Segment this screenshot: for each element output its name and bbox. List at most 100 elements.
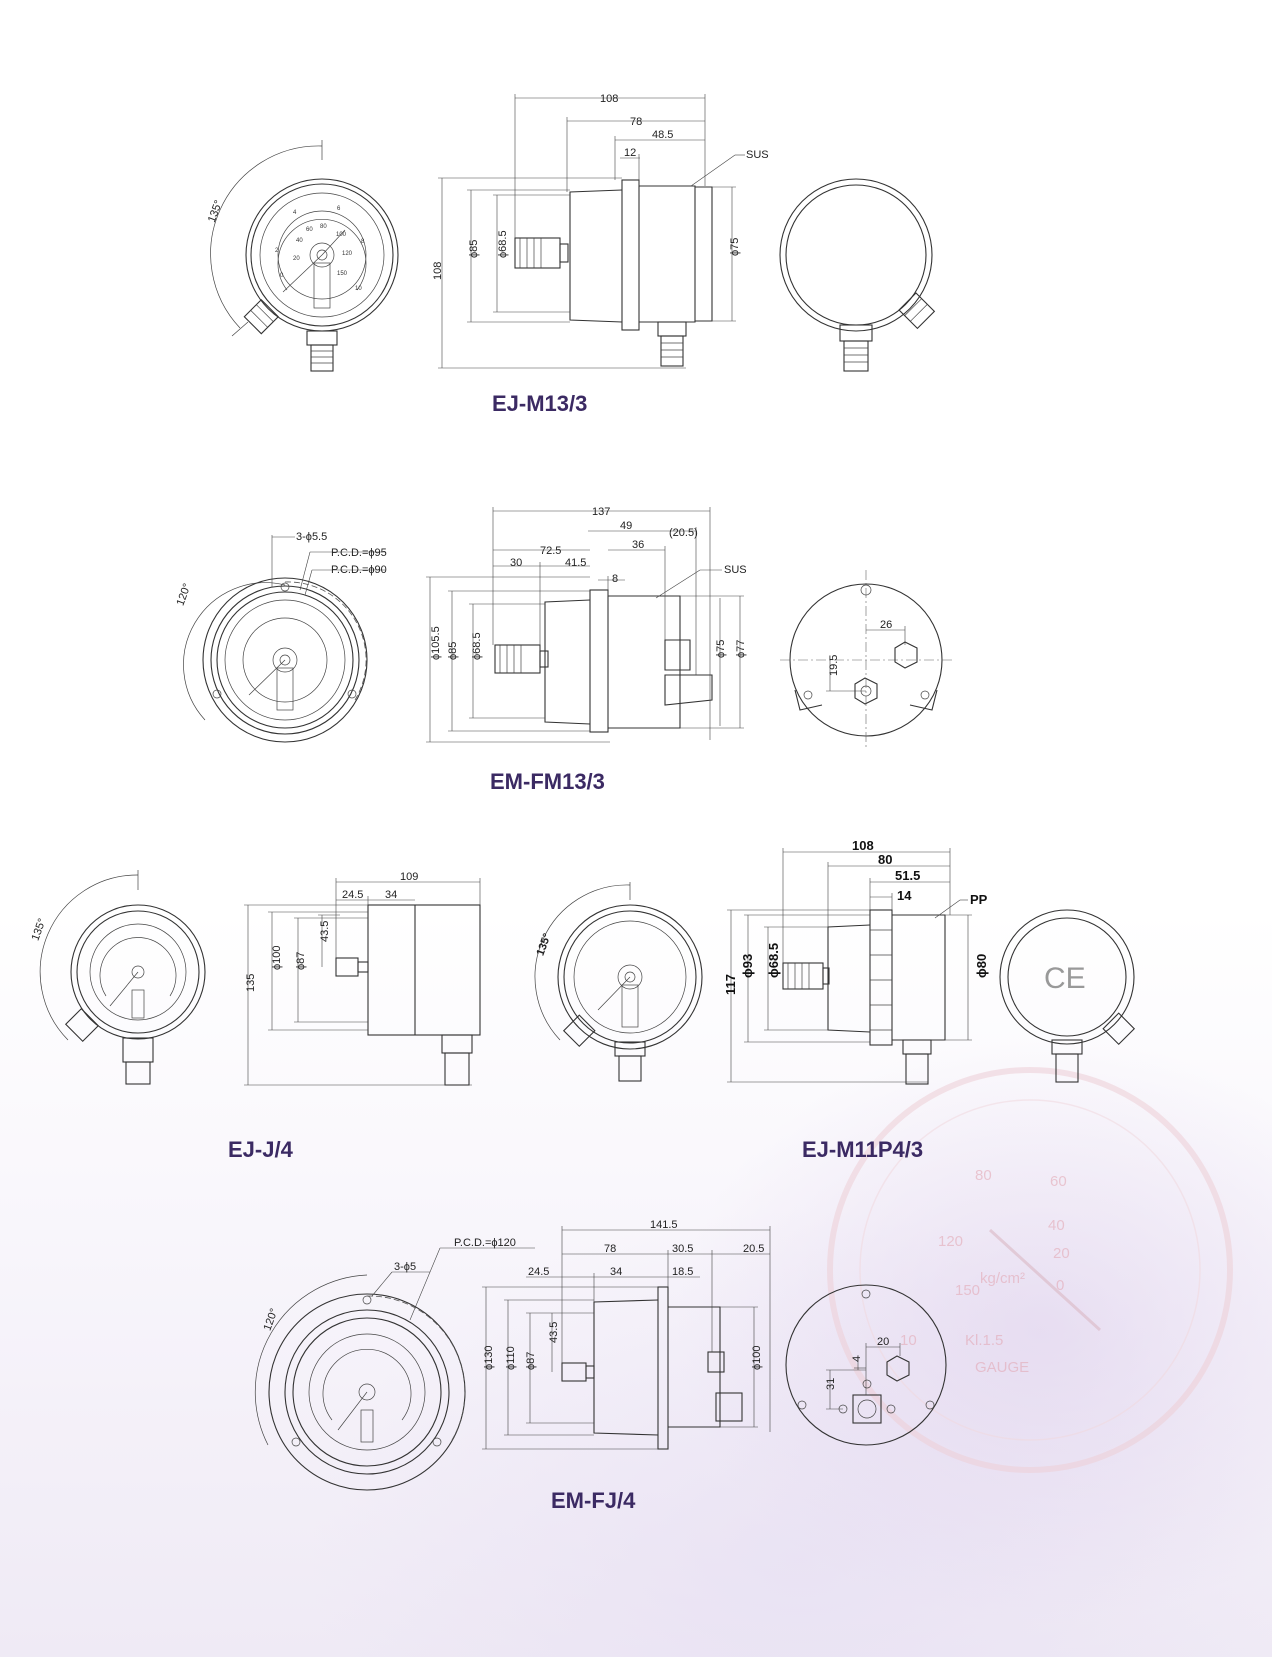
model-em-fm13-3: 3-ϕ5.5 P.C.D.=ϕ95 P.C.D.=ϕ90 120° 137 49…	[175, 506, 955, 794]
m5-dim-78: 78	[604, 1243, 616, 1255]
m1-dim-108: 108	[600, 93, 618, 105]
m5-model-label: EM-FJ/4	[551, 1488, 636, 1513]
m1-phi68-5: ϕ68.5	[497, 230, 509, 258]
m4-side-view: 108 80 51.5 14 PP 117 ϕ93 ϕ68.5 ϕ80	[723, 838, 989, 1085]
m1-scale-2: 2	[275, 248, 279, 254]
m4-back-view: CE	[999, 909, 1136, 1083]
m4-phi80: ϕ80	[974, 954, 989, 978]
m2-pcd95: P.C.D.=ϕ95	[331, 547, 387, 559]
m4-pp: PP	[970, 892, 988, 907]
m3-dim-24-5: 24.5	[342, 889, 363, 901]
m3-dim-109: 109	[400, 871, 418, 883]
m2-dim-30: 30	[510, 557, 522, 569]
m4-phi93: ϕ93	[740, 954, 755, 978]
m1-phi75: ϕ75	[729, 238, 741, 256]
m5-dim-20-5: 20.5	[743, 1243, 764, 1255]
m2-dim-137: 137	[592, 506, 610, 518]
wm-20: 20	[1053, 1245, 1070, 1262]
watermark-gauge: 80 60 40 20 0 120 150 10 kg/cm² Kl.1.5 G…	[827, 1067, 1233, 1473]
m4-front-view: 135°	[535, 882, 703, 1082]
m5-dim-24-5: 24.5	[528, 1266, 549, 1278]
m1-scale-60: 60	[306, 227, 313, 233]
m1-scale-40: 40	[296, 238, 303, 244]
m2-phi105-5: ϕ105.5	[430, 626, 442, 660]
m4-model-label: EJ-M11P4/3	[802, 1137, 923, 1162]
m1-side-view: 108 78 48.5 12 SUS 108 ϕ85 ϕ68.5 ϕ75	[432, 93, 769, 369]
m4-dim-h117: 117	[723, 974, 738, 995]
m2-dim-19-5: 19.5	[828, 655, 840, 676]
m4-phi68-5: ϕ68.5	[766, 943, 781, 978]
m5-phi87: ϕ87	[525, 1352, 537, 1370]
m2-phi77: ϕ77	[735, 640, 747, 658]
m4-dim-80: 80	[878, 852, 892, 867]
m1-back-view	[779, 178, 936, 372]
wm-unit: kg/cm²	[980, 1270, 1025, 1287]
m1-angle: 135°	[206, 199, 225, 224]
m2-model-label: EM-FM13/3	[490, 769, 605, 794]
m5-dim-31: 31	[825, 1378, 837, 1390]
m1-model-label: EJ-M13/3	[492, 391, 587, 416]
m2-dim-72-5: 72.5	[540, 545, 561, 557]
m4-ce-mark: CE	[1044, 962, 1086, 995]
m2-phi85: ϕ85	[447, 642, 459, 660]
m1-dim-78: 78	[630, 116, 642, 128]
m5-dim-34: 34	[610, 1266, 622, 1278]
m5-dim-141-5: 141.5	[650, 1219, 678, 1231]
wm-brand: GAUGE	[975, 1359, 1029, 1376]
m3-phi87: ϕ87	[295, 952, 307, 970]
m2-side-view: 137 49 (20.5) 72.5 36 30 41.5 8 SUS ϕ105…	[426, 506, 747, 743]
m5-dim-20: 20	[877, 1336, 889, 1348]
m2-pcd90: P.C.D.=ϕ90	[331, 564, 387, 576]
m4-dim-108: 108	[852, 838, 874, 853]
wm-120: 120	[938, 1233, 963, 1250]
m4-dim-14: 14	[897, 888, 912, 903]
m2-phi75: ϕ75	[715, 640, 727, 658]
model-em-fj-4: 3-ϕ5 P.C.D.=ϕ120 120° 141.5 78 30.5 20.5…	[254, 1219, 947, 1513]
m5-holes: 3-ϕ5	[394, 1261, 416, 1273]
wm-0: 0	[1056, 1277, 1064, 1294]
m5-dim-18-5: 18.5	[672, 1266, 693, 1278]
m3-model-label: EJ-J/4	[228, 1137, 294, 1162]
m5-dim-43-5: 43.5	[548, 1322, 560, 1343]
m5-pcd120: P.C.D.=ϕ120	[454, 1237, 516, 1249]
m3-dim-34: 34	[385, 889, 397, 901]
m1-scale-8: 8	[361, 239, 365, 245]
m1-scale-6: 6	[337, 206, 341, 212]
m5-phi110: ϕ110	[505, 1346, 517, 1370]
m3-phi100: ϕ100	[271, 945, 283, 970]
m5-side-view: 141.5 78 30.5 20.5 24.5 34 18.5 ϕ130 ϕ11…	[482, 1219, 771, 1450]
m3-side-view: 109 24.5 34 43.5 135 ϕ100 ϕ87	[244, 871, 481, 1086]
model-ej-j-4: 135° 109 24.5 34 43.5 135 ϕ100 ϕ87 EJ-J/…	[30, 870, 481, 1162]
m2-phi68-5: ϕ68.5	[471, 632, 483, 660]
wm-class: Kl.1.5	[965, 1332, 1003, 1349]
m2-dim-41-5: 41.5	[565, 557, 586, 569]
m1-scale-10: 10	[355, 286, 362, 292]
m1-scale-0: 0	[280, 273, 284, 279]
m5-front-view: 3-ϕ5 P.C.D.=ϕ120 120°	[254, 1237, 535, 1491]
m1-dim-12: 12	[624, 147, 636, 159]
m1-dim-h108: 108	[432, 262, 444, 280]
m2-dim-20-5: (20.5)	[669, 527, 698, 539]
m1-dim-48-5: 48.5	[652, 129, 673, 141]
m1-scale-120: 120	[342, 251, 353, 257]
wm-40: 40	[1048, 1217, 1065, 1234]
m2-front-view: 3-ϕ5.5 P.C.D.=ϕ95 P.C.D.=ϕ90 120°	[175, 531, 387, 743]
model-ej-m11p4-3: 135° 108 80 51.5 14 PP 117 ϕ93	[535, 838, 1136, 1162]
m2-dim-26: 26	[880, 619, 892, 631]
m1-scale-4: 4	[293, 210, 297, 216]
m1-phi85: ϕ85	[468, 240, 480, 258]
m1-front-view: 20 40 60 80 100 120 150 0 2 4 6 8 10 135…	[206, 140, 399, 372]
m3-dim-h135: 135	[245, 974, 257, 992]
wm-60: 60	[1050, 1173, 1067, 1190]
m2-back-view: 26 19.5	[780, 570, 955, 750]
m5-phi130: ϕ130	[483, 1345, 495, 1370]
m5-phi100: ϕ100	[751, 1345, 763, 1370]
m1-sus: SUS	[746, 149, 769, 161]
m5-dim-4: 4	[851, 1356, 863, 1362]
wm-150: 150	[955, 1282, 980, 1299]
m1-scale-80: 80	[320, 224, 327, 230]
m2-sus: SUS	[724, 564, 747, 576]
m1-scale-150: 150	[337, 271, 348, 277]
model-ej-m13-3: 20 40 60 80 100 120 150 0 2 4 6 8 10 135…	[206, 93, 936, 416]
